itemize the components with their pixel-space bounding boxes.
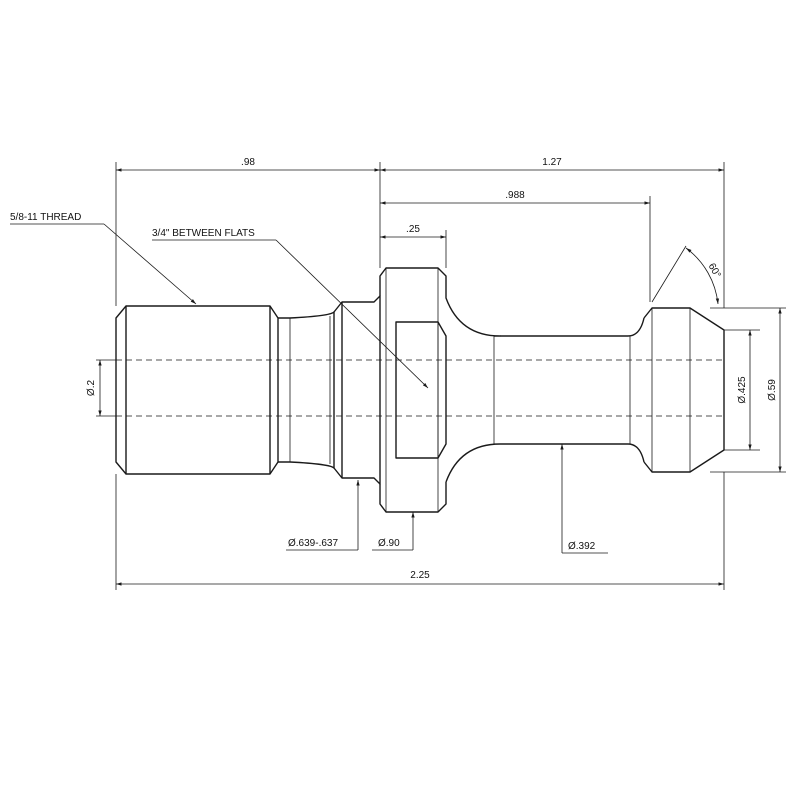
flange xyxy=(379,267,501,513)
relief-neck xyxy=(278,311,335,469)
callout-flats: 3/4" BETWEEN FLATS xyxy=(152,228,429,389)
dim-angle-text: 60° xyxy=(706,261,723,280)
dim-center-bore-text: Ø.2 xyxy=(86,380,97,397)
dimension-right-length: 1.27 xyxy=(380,157,724,172)
dimension-inner-length: .988 xyxy=(380,190,650,205)
leader-shank-diameter: Ø.639-.637 xyxy=(286,480,360,551)
dim-left-length-text: .98 xyxy=(241,157,255,168)
dimension-total-length: 2.25 xyxy=(116,570,724,586)
thread-callout-text: 5/8-11 THREAD xyxy=(10,212,81,223)
dim-flange-width-text: .25 xyxy=(406,224,420,235)
center-bore-hidden xyxy=(116,359,724,417)
dimension-head-diameter: Ø.59 xyxy=(767,308,782,472)
extension-lines xyxy=(115,162,786,590)
dim-right-length-text: 1.27 xyxy=(542,157,562,168)
dimension-center-bore: Ø.2 xyxy=(86,359,116,417)
wrench-flats xyxy=(395,321,447,459)
dimension-angle: 60° xyxy=(651,245,723,305)
dim-tip-diameter-text: Ø.425 xyxy=(737,376,748,404)
dim-neck-diameter-text: Ø.392 xyxy=(568,541,596,552)
callout-thread: 5/8-11 THREAD xyxy=(10,212,197,305)
shank-section xyxy=(333,295,381,485)
dimension-tip-diameter: Ø.425 xyxy=(737,330,752,450)
dim-shank-diameter-text: Ø.639-.637 xyxy=(288,538,338,549)
dim-total-length-text: 2.25 xyxy=(410,570,430,581)
dim-flange-diameter-text: Ø.90 xyxy=(378,538,400,549)
dim-inner-length-text: .988 xyxy=(505,190,525,201)
dimension-left-length: .98 xyxy=(116,157,380,172)
retention-head xyxy=(643,307,725,473)
body-neck xyxy=(500,317,645,463)
dimension-flange-width: .25 xyxy=(380,224,446,239)
dim-head-diameter-text: Ø.59 xyxy=(767,379,778,401)
leader-neck-diameter: Ø.392 xyxy=(560,444,608,554)
flats-callout-text: 3/4" BETWEEN FLATS xyxy=(152,228,255,239)
leader-flange-diameter: Ø.90 xyxy=(372,512,415,551)
part-outline xyxy=(115,267,725,513)
threaded-section xyxy=(115,305,279,475)
